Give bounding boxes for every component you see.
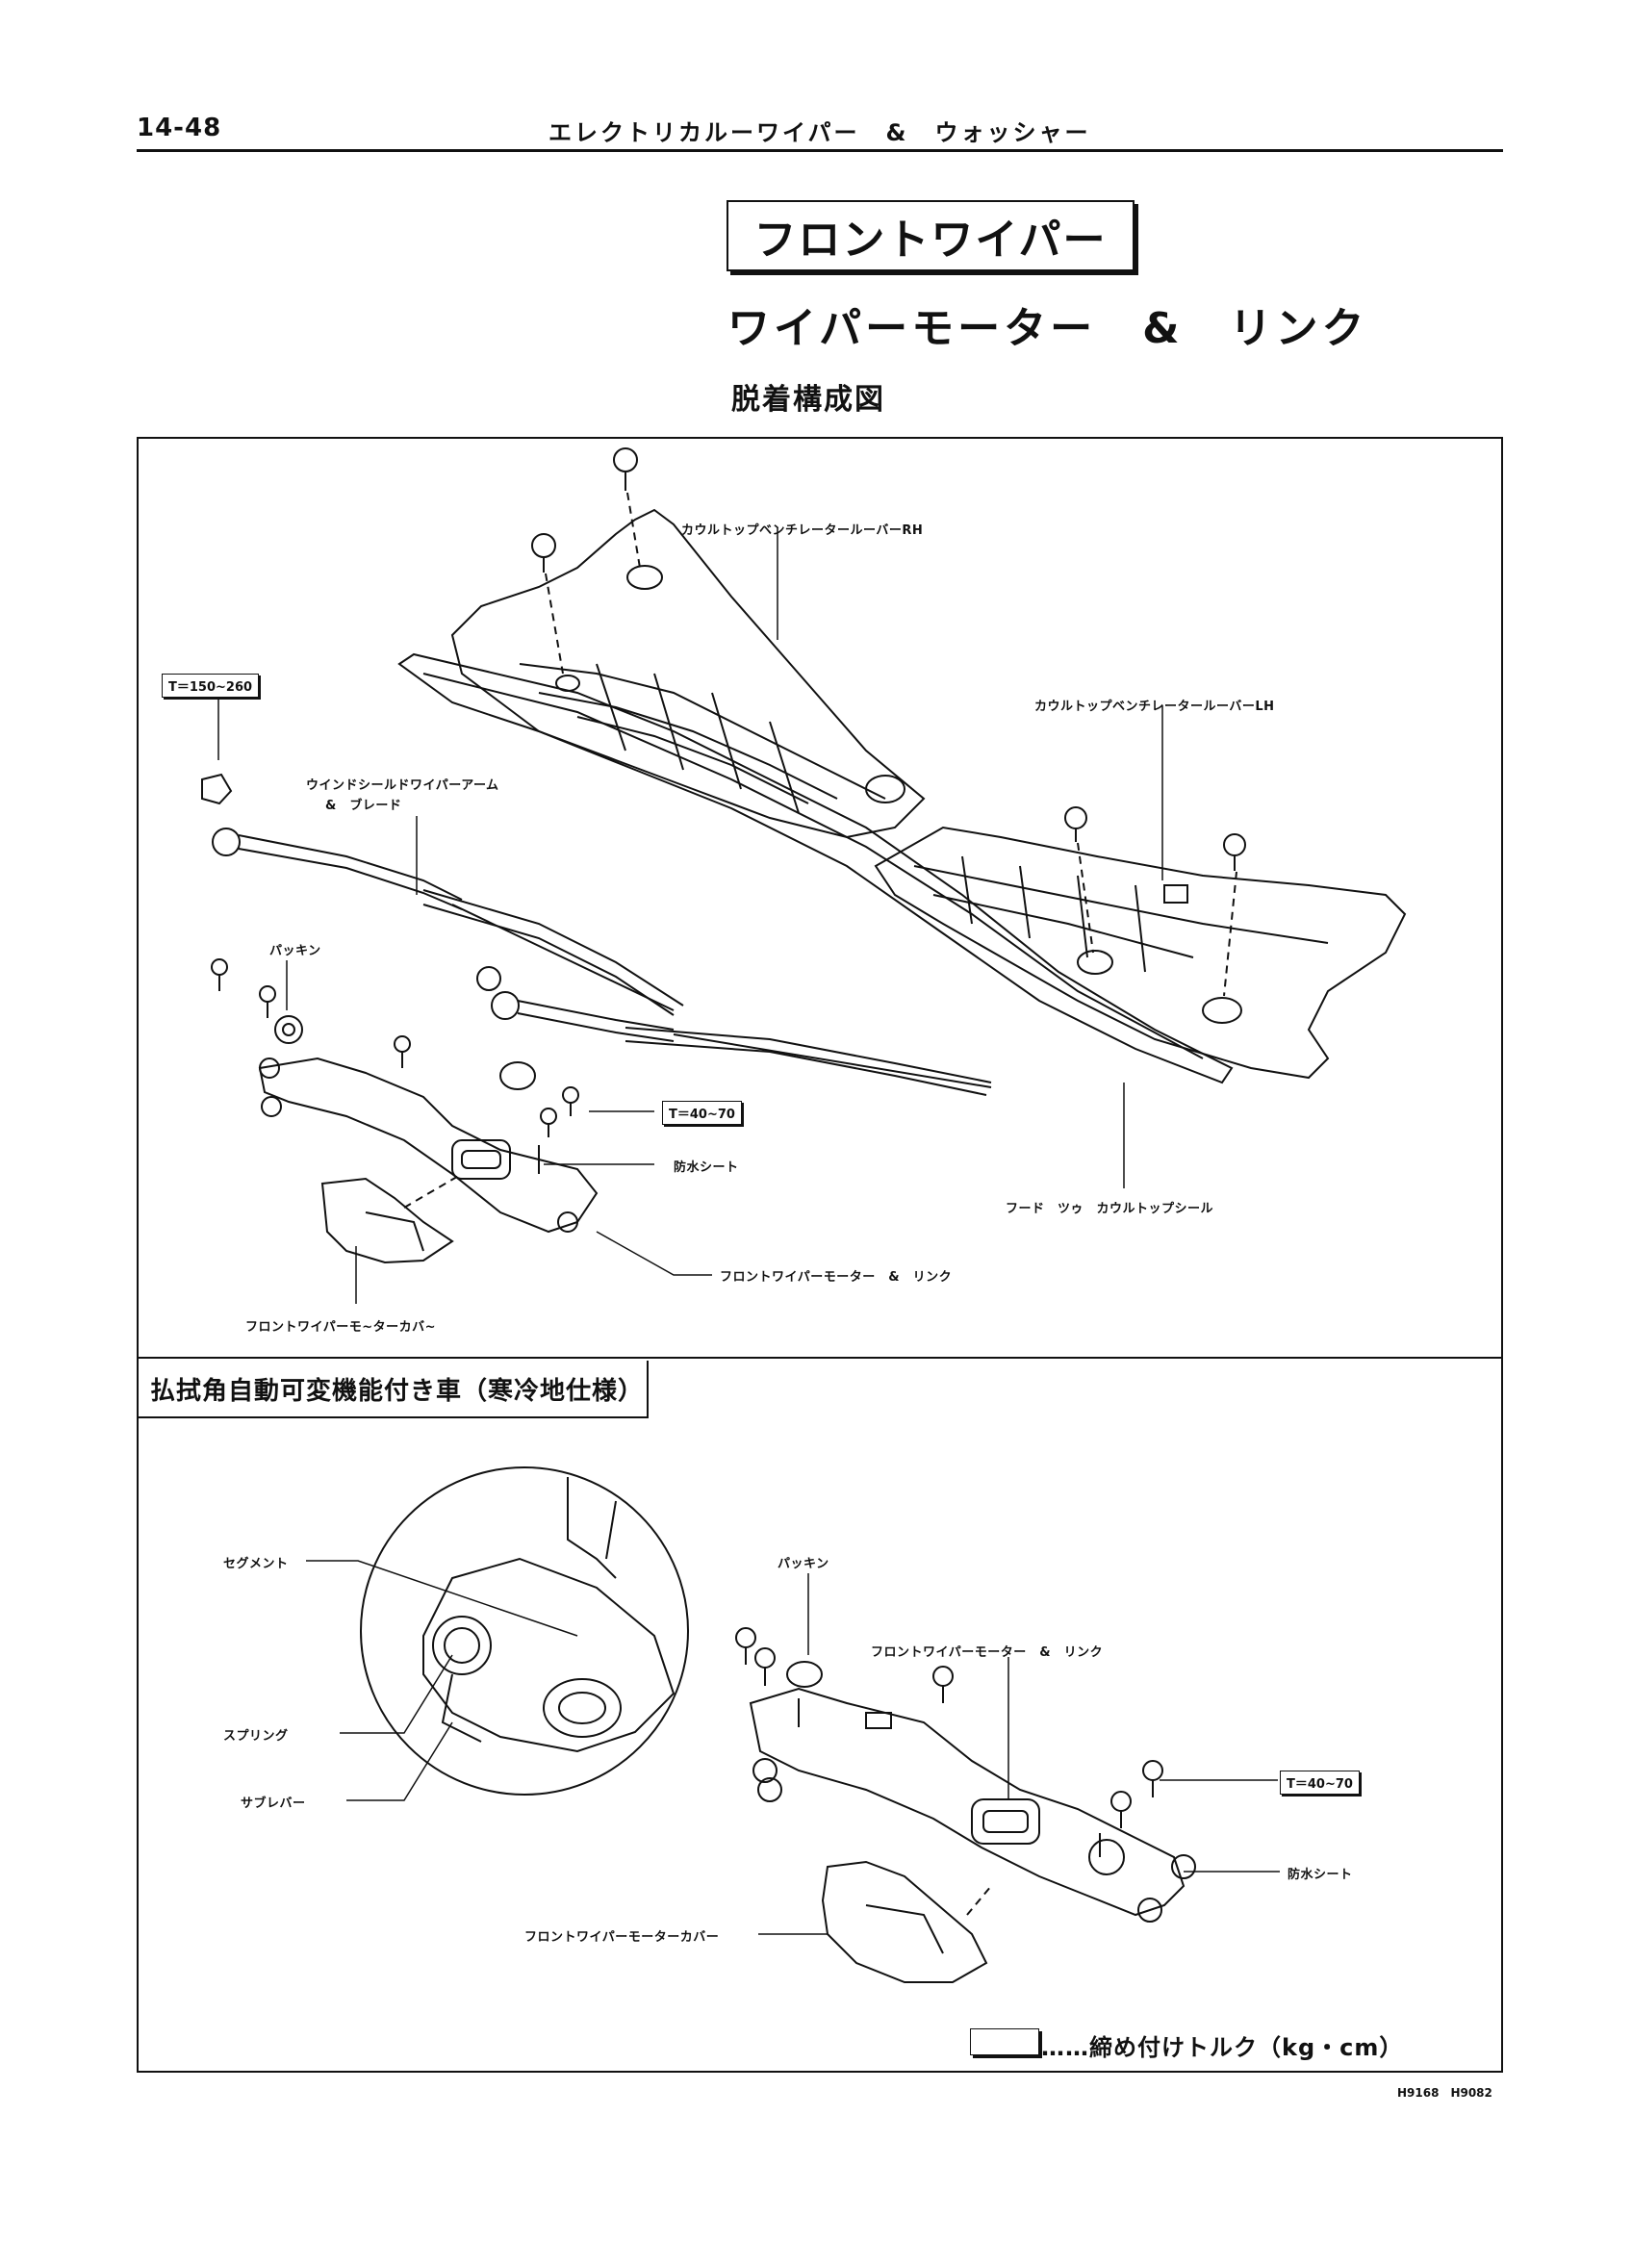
waterproof-sheet-label: 防水シート xyxy=(674,1160,739,1175)
hood-seal-drawing xyxy=(397,652,1234,1084)
torque-motor-bolt-lower: T＝40~70 xyxy=(1280,1771,1360,1795)
motor-link-upper-drawing xyxy=(258,1057,599,1234)
motor-cover-lower-label: フロントワイパーモーターカバー xyxy=(524,1930,720,1945)
upper-leaders xyxy=(217,527,1163,1304)
upper-fasteners xyxy=(201,773,579,1137)
packing-label: パッキン xyxy=(269,944,321,958)
sub-lever-label: サブレバー xyxy=(241,1797,306,1811)
segment-label: セグメント xyxy=(223,1557,289,1571)
louver-lh-label: カウルトップベンチレータールーバーLH xyxy=(1034,700,1275,714)
lower-leaders xyxy=(306,1560,1280,1935)
motor-cover-upper-drawing xyxy=(320,1173,463,1264)
motor-link-lower-drawing xyxy=(749,1687,1196,1923)
diagram-frame xyxy=(137,437,1503,2073)
packing-lower-label: パッキン xyxy=(778,1557,829,1571)
wiper-arm-lh-drawing xyxy=(491,991,992,1096)
spring-label: スプリング xyxy=(223,1729,289,1744)
header-rule xyxy=(137,149,1503,152)
torque-legend-box xyxy=(970,2028,1039,2055)
lower-fasteners xyxy=(735,1627,1163,1857)
detail-circle-drawing xyxy=(360,1466,689,1796)
section-subtitle: ワイパーモーター & リンク xyxy=(727,304,1368,353)
motor-link-label: フロントワイパーモーター & リンク xyxy=(720,1270,953,1285)
wiper-blade-label: & ブレード xyxy=(325,799,402,813)
louver-rh-label: カウルトップベンチレータールーバーRH xyxy=(681,523,924,538)
figure-codes: H9168 H9082 xyxy=(1397,2086,1492,2100)
torque-legend-text: ……締め付けトルク（kg・cm） xyxy=(1041,2034,1404,2061)
louver-lh-clips xyxy=(1064,806,1246,997)
variant-title: 払拭角自動可変機能付き車（寒冷地仕様） xyxy=(139,1361,649,1418)
running-title: エレクトリカルーワイパー & ウォッシャー xyxy=(548,119,1091,146)
torque-arm-nut: T＝150~260 xyxy=(162,674,260,698)
hood-seal-label: フード ツゥ カウルトップシール xyxy=(1006,1202,1214,1216)
section-title: フロントワイパー xyxy=(727,200,1135,271)
motor-cover-label: フロントワイパーモ~ターカバ~ xyxy=(245,1320,437,1335)
torque-motor-bolt-upper: T＝40~70 xyxy=(662,1101,742,1125)
motor-link-lower-label: フロントワイパーモーター & リンク xyxy=(871,1645,1104,1660)
wiper-arm-rh-drawing xyxy=(212,828,684,1016)
louver-lh-drawing xyxy=(874,826,1407,1080)
motor-cover-lower-drawing xyxy=(821,1860,992,1983)
louver-rh-drawing xyxy=(450,508,926,839)
diagram-heading: 脱着構成図 xyxy=(731,383,885,417)
diagram-divider xyxy=(137,1357,1503,1359)
louver-rh-clips xyxy=(531,447,641,675)
wiper-arm-label: ウインドシールドワイパーアーム xyxy=(306,778,499,793)
page-number: 14-48 xyxy=(137,114,222,142)
waterproof-sheet-lower-label: 防水シート xyxy=(1288,1868,1353,1882)
